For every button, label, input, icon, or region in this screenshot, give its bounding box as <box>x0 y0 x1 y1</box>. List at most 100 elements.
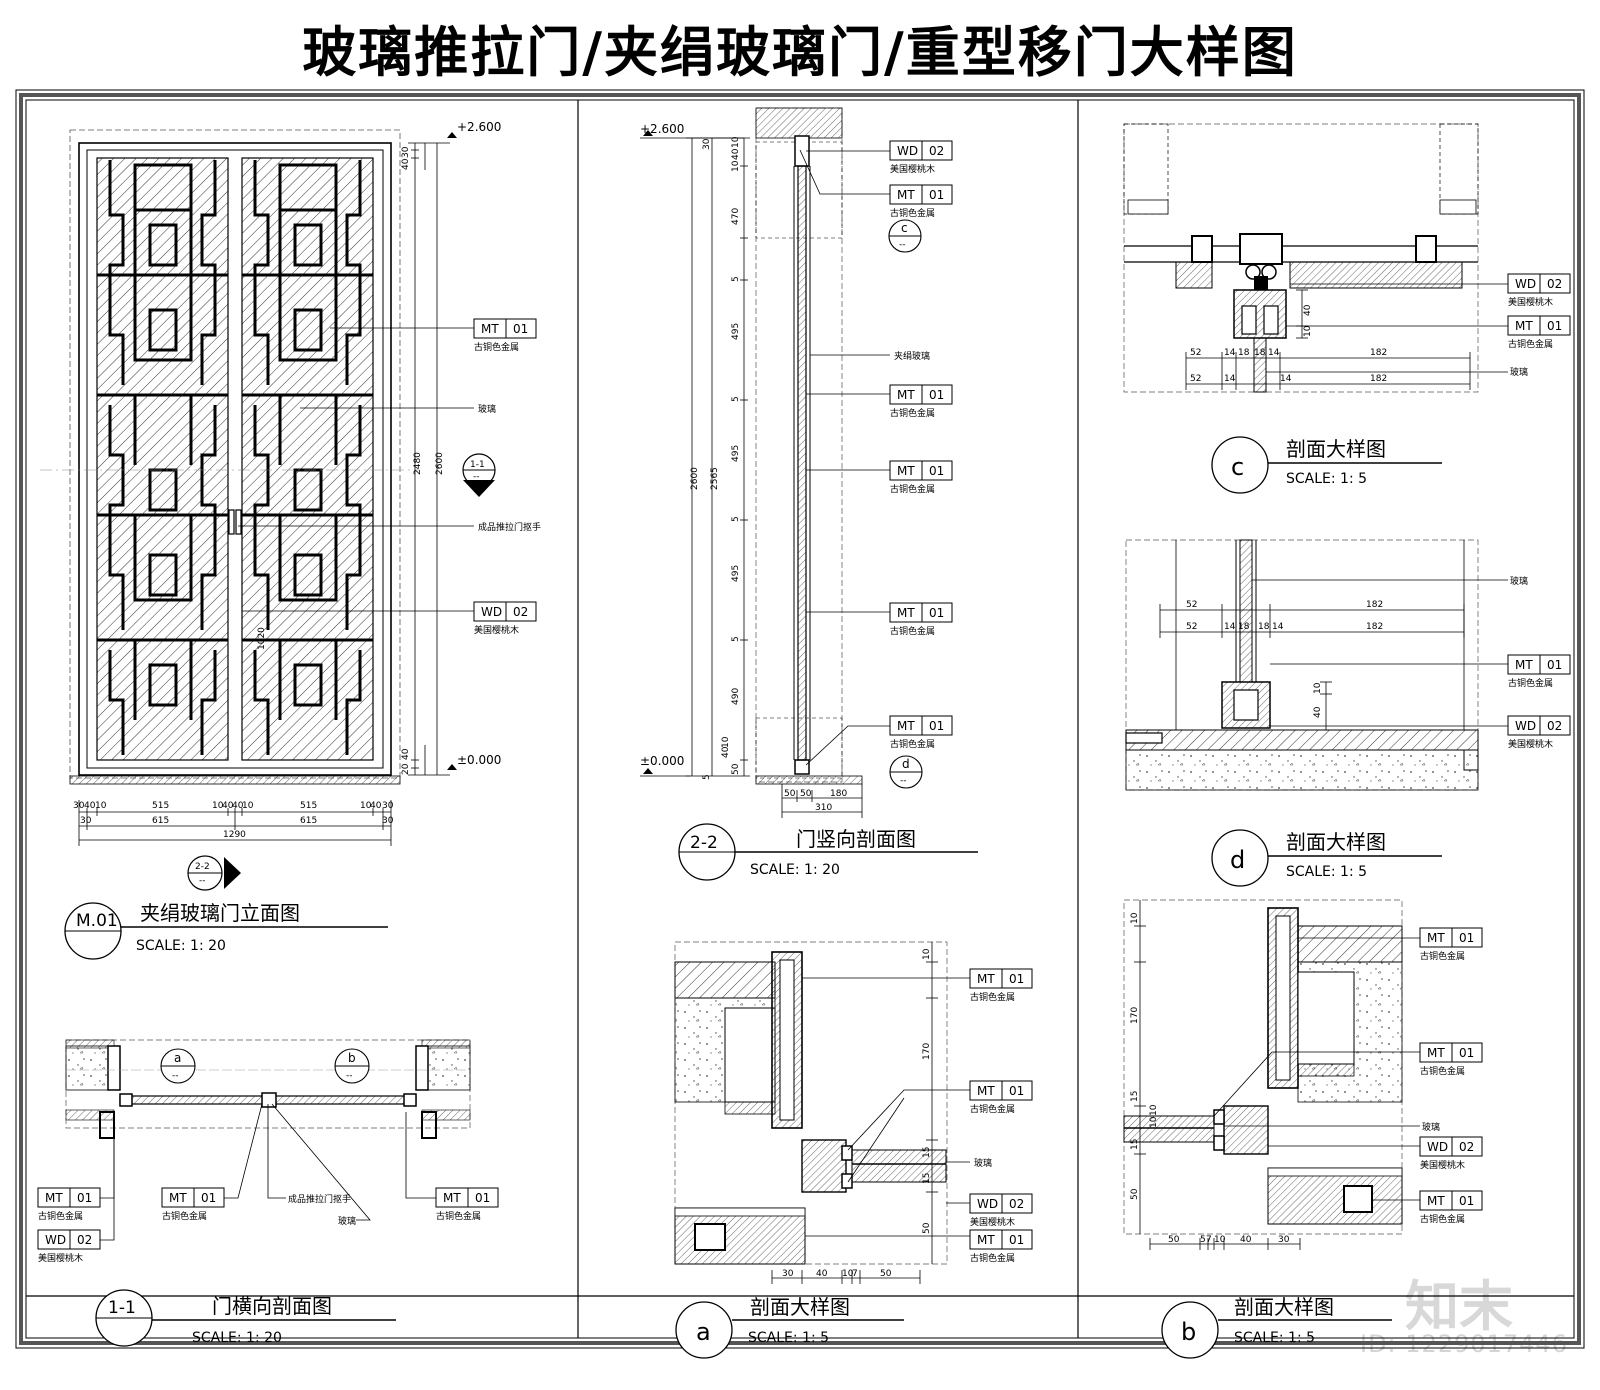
dim: 40 <box>370 801 382 811</box>
annotation-text: a <box>696 1318 711 1346</box>
tag-mt01: MT 01 古铜色金属 <box>161 1187 225 1222</box>
annotation-text: 495 <box>731 323 741 340</box>
detail-d: 52 182 52 14 18 18 14 182 10 40 玻璃 MT 01… <box>1125 539 1571 887</box>
annotation-text: SCALE: 1: 5 <box>1286 864 1367 880</box>
annotation-text: 10 <box>1214 1235 1226 1245</box>
drawing-group <box>1134 900 1301 1250</box>
view-title-d: d 剖面大样图 SCALE: 1: 5 <box>1211 829 1442 887</box>
annotation-text: 01 <box>1009 972 1024 986</box>
section-marker-1-1: 1-1 -- <box>462 453 496 497</box>
tag-mt01: MT 01 古铜色金属 <box>889 384 953 419</box>
annotation-text: -- <box>172 1071 179 1081</box>
annotation-text: 470 <box>731 208 741 225</box>
drawing-group <box>1159 604 1465 731</box>
annotation-text: 40 <box>721 746 731 758</box>
dim: 10 <box>242 801 254 811</box>
annotation-text: SCALE: 1: 20 <box>750 862 840 878</box>
annotation-text: MT <box>45 1191 63 1205</box>
annotation-text: MT <box>897 464 915 478</box>
annotation-text: b <box>348 1051 356 1065</box>
annotation-text: 10 <box>1149 1104 1159 1116</box>
annotation-text: 40 <box>1313 706 1323 718</box>
annotation-text: 古铜色金属 <box>1420 1213 1465 1225</box>
annotation-text: 50 <box>922 1222 932 1234</box>
annotation-text: -- <box>900 776 907 786</box>
tag-wd02: WD 02 美国樱桃木 <box>969 1193 1033 1228</box>
tag-mt01: MT 01 古铜色金属 <box>889 184 953 219</box>
tag-mt01: MT 01 古铜色金属 <box>889 460 953 495</box>
annotation-text: 古铜色金属 <box>38 1210 83 1222</box>
dim: 2565 <box>710 467 720 490</box>
annotation-text: WD <box>481 605 502 619</box>
annotation-text: SCALE: 1: 5 <box>748 1330 829 1346</box>
annotation-text: 5 <box>731 396 741 402</box>
annotation-text: WD <box>45 1233 66 1247</box>
annotation-text: 18 <box>1238 348 1250 358</box>
annotation-text: 5 <box>731 636 741 642</box>
annotation-text: 14 <box>1224 348 1236 358</box>
dim: 40 <box>232 801 244 811</box>
tag-mt01: MT 01 古铜色金属 <box>889 602 953 637</box>
annotation-text: 18 <box>1238 622 1250 632</box>
detail-c: 40 10 52 14 18 18 14 182 52 14 14 182 WD… <box>1123 123 1571 494</box>
tag-mt01: MT 01 古铜色金属 <box>1419 1190 1483 1225</box>
annotation-text: WD <box>1515 277 1536 291</box>
annotation-text: 美国樱桃木 <box>970 1216 1015 1228</box>
dim: 515 <box>300 801 317 811</box>
dim: 515 <box>152 801 169 811</box>
label-glass: 玻璃 <box>1422 1121 1440 1133</box>
annotation-text: 10 <box>1303 325 1313 337</box>
annotation-text: c <box>901 221 908 235</box>
annotation-text: 古铜色金属 <box>890 625 935 637</box>
annotation-text: 门横向剖面图 <box>212 1294 332 1318</box>
annotation-text: d <box>1230 846 1245 874</box>
view-title-m01: M.01 夹绢玻璃门立面图 SCALE: 1: 20 <box>64 901 388 960</box>
watermark-logo: 知末 <box>1405 1275 1513 1338</box>
tag-mt01: MT 01 古铜色金属 <box>37 1187 101 1222</box>
dim: 615 <box>300 816 317 826</box>
annotation-text: b <box>1181 1318 1196 1346</box>
annotation-text: MT <box>1427 1194 1445 1208</box>
annotation-text: 01 <box>1547 319 1562 333</box>
annotation-text: 1-1 <box>108 1298 136 1318</box>
annotation-text: SCALE: 1: 20 <box>136 938 226 954</box>
annotation-text: 50 <box>1168 1235 1180 1245</box>
annotation-text: 美国樱桃木 <box>38 1252 83 1264</box>
dim: 30 <box>73 801 85 811</box>
annotation-text: WD <box>897 144 918 158</box>
drawing-group <box>97 160 228 755</box>
annotation-text: 01 <box>513 322 528 336</box>
annotation-text: MT <box>1515 658 1533 672</box>
annotation-text: 5 <box>1200 1235 1206 1245</box>
annotation-text: SCALE: 1: 20 <box>192 1330 282 1346</box>
annotation-text: 02 <box>1459 1140 1474 1154</box>
annotation-text: 01 <box>929 188 944 202</box>
tag-mt01: MT 01 古铜色金属 <box>330 318 537 353</box>
tag-mt01: MT 01 古铜色金属 <box>969 968 1033 1003</box>
annotation-text: 10 <box>1313 682 1323 694</box>
detail-marker-a: a -- <box>160 1048 196 1084</box>
annotation-text: SCALE: 1: 5 <box>1234 1330 1315 1346</box>
annotation-text: 15 <box>922 1173 932 1184</box>
annotation-text: 182 <box>1366 600 1383 610</box>
annotation-text: 01 <box>475 1191 490 1205</box>
annotation-text: 10 <box>731 136 741 148</box>
annotation-text: MT <box>169 1191 187 1205</box>
view-title-2-2: 2-2 门竖向剖面图 SCALE: 1: 20 <box>678 823 978 881</box>
annotation-text: 30 <box>702 138 712 150</box>
annotation-text: 剖面大样图 <box>1234 1295 1334 1319</box>
annotation-text: 52 <box>1186 600 1197 610</box>
annotation-text: 门竖向剖面图 <box>796 827 916 851</box>
annotation-text: 15 <box>922 1147 932 1158</box>
page-title: 玻璃推拉门/夹绢玻璃门/重型移门大样图 <box>302 21 1298 84</box>
tag-wd02: WD 02 美国樱桃木 <box>242 601 537 636</box>
annotation-text: 10 <box>721 736 731 748</box>
annotation-text: 02 <box>513 605 528 619</box>
annotation-text: 01 <box>1009 1084 1024 1098</box>
annotation-text: MT <box>977 1233 995 1247</box>
annotation-text: 182 <box>1366 622 1383 632</box>
label-glass: 玻璃 <box>974 1157 992 1169</box>
elevation-bottom: ±0.000 <box>640 754 684 768</box>
annotation-text: 01 <box>1547 658 1562 672</box>
